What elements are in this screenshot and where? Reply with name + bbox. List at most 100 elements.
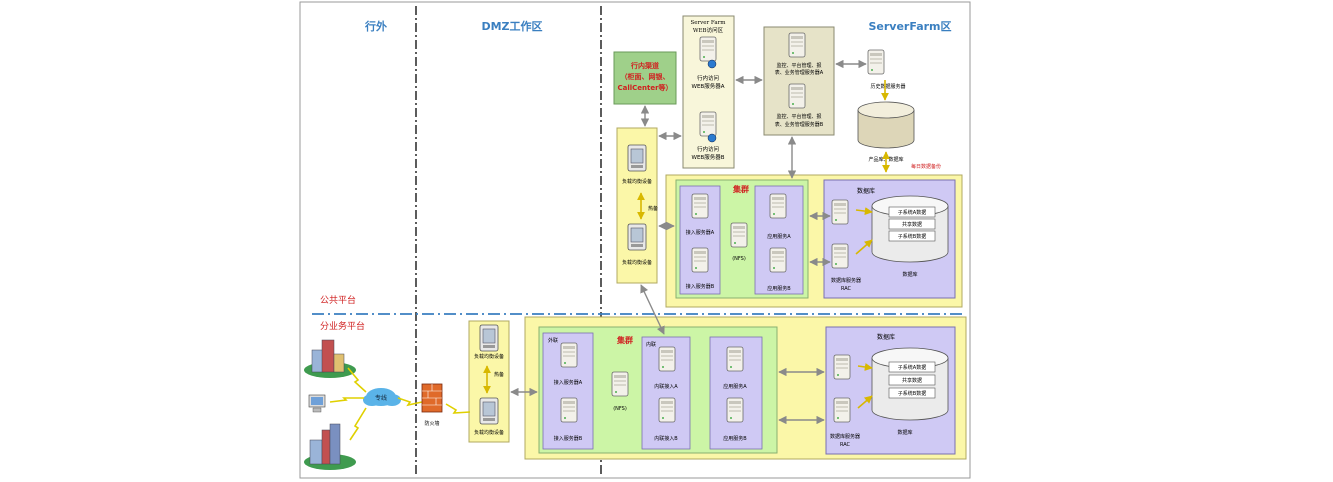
bottom-db-label: 数据库 [897,429,912,436]
bottom-inner-net-label: 内联 [646,341,656,348]
bottom-app-b-label: 应用服务B [723,435,747,442]
top-lb-b-icon [627,223,647,251]
building-bottom-icon [304,423,356,470]
bottom-inner-access-b-icon [658,397,676,423]
top-db-server-2-icon [831,243,849,269]
leased-line-label: 专线 [375,394,387,402]
top-cluster-label: 集群 [732,184,749,194]
firewall-label: 防火墙 [424,420,439,427]
top-access-a-icon [691,193,709,219]
bottom-lb-a-icon [479,324,499,352]
globe-icon [707,59,717,69]
top-db-label: 数据库 [902,271,917,278]
top-lb-a-icon [627,144,647,172]
zone-outside-label: 行外 [364,19,387,33]
bottom-shared-cell [888,374,936,386]
top-access-b-label: 接入服务器B [686,283,715,290]
top-nfs-icon [730,222,748,248]
top-rac-label: RAC [841,286,852,292]
bottom-access-b-icon [560,397,578,423]
top-db-title: 数据库 [857,187,875,195]
pc-icon [308,394,326,413]
top-lb-b-label: 负载均衡设备 [622,259,652,266]
bottom-lb-a-label: 负载均衡设备 [474,353,504,360]
zone-serverfarm-label: ServerFarm区 [868,20,951,33]
hot-standby-links [483,80,890,409]
monitor-a-line2: 表、业务管理服务器A [775,69,824,76]
bottom-access-b-label: 接入服务器B [554,435,583,442]
bottom-subsys-b-cell [888,387,936,399]
web-server-b-icon [699,111,717,137]
top-subsys-b-cell [888,230,936,242]
web-zone-title-2: WEB访问区 [693,26,724,34]
top-shared-cell [888,218,936,230]
bottom-db-server-1-icon [833,354,851,380]
bottom-access-a-label: 接入服务器A [554,379,583,386]
bottom-app-a-label: 应用服务A [723,383,747,390]
history-server-icon [867,49,885,75]
monitor-server-a-icon [788,32,806,58]
top-subsys-a-label: 子系统A数据 [898,209,926,216]
bottom-shared-label: 共享数据 [902,377,922,384]
top-nfs-label: (NFS) [732,256,746,262]
daily-backup-label: 每日数据备份 [911,163,941,170]
monitor-b-line2: 表、业务管理服务器B [775,121,824,128]
bottom-inner-access-b-label: 内联接入B [654,435,678,442]
public-platform-label: 公共平台 [320,294,356,306]
bottom-cluster-label: 集群 [616,335,633,345]
bottom-app-a-icon [726,346,744,372]
bottom-access-a-icon [560,342,578,368]
channel-line2: （柜面、网银、 [621,72,670,81]
web-zone-box [682,15,735,169]
top-lb-a-label: 负载均衡设备 [622,178,652,185]
web-server-b-line1: 行内访问 [697,145,719,153]
product-db-cylinder [857,101,915,149]
top-app-b-icon [769,247,787,273]
bottom-inner-access-a-icon [658,346,676,372]
firewall-icon [421,383,443,413]
monitor-a-line1: 监控、平台管理、报 [776,62,821,69]
bottom-app-b-icon [726,397,744,423]
web-server-a-icon [699,36,717,62]
web-server-b-line2: WEB服务器B [692,153,725,161]
monitor-b-line1: 监控、平台管理、报 [776,113,821,120]
web-server-a-line1: 行内访问 [697,74,719,82]
bottom-lb-b-label: 负载均衡设备 [474,429,504,436]
bottom-db-server-label: 数据库服务器 [830,433,860,440]
web-zone-title-1: Server Farm [691,20,727,26]
bottom-subsys-b-label: 子系统B数据 [898,390,926,397]
history-server-label: 历史数据服务器 [870,83,905,90]
top-db-server-1-icon [831,199,849,225]
bottom-hot-standby-label: 热备 [494,371,504,378]
top-access-a-label: 接入服务器A [686,229,715,236]
top-subsys-b-label: 子系统B数据 [898,233,926,240]
globe-icon [707,133,717,143]
top-db-server-label: 数据库服务器 [831,277,861,284]
bottom-nfs-icon [611,371,629,397]
top-subsys-a-cell [888,206,936,218]
top-shared-label: 共享数据 [902,221,922,228]
bottom-db-server-2-icon [833,397,851,423]
top-app-a-label: 应用服务A [767,233,791,240]
bottom-subsys-a-cell [888,361,936,373]
bottom-db-title: 数据库 [877,333,895,341]
bottom-subsys-a-label: 子系统A数据 [898,364,926,371]
web-server-a-line2: WEB服务器A [692,82,725,90]
connectors [510,59,867,425]
channel-line1: 行内渠道 [630,61,659,70]
top-app-a-icon [769,193,787,219]
lightning-links [329,367,471,441]
bottom-inner-access-a-label: 内联接入A [654,383,678,390]
top-app-b-label: 应用服务B [767,285,791,292]
channel-line3: CallCenter等） [617,83,672,92]
zone-dmz-label: DMZ工作区 [481,19,542,33]
monitor-server-b-icon [788,83,806,109]
bottom-outer-net-label: 外联 [548,337,558,344]
top-access-b-icon [691,247,709,273]
cloud-icon [363,388,401,406]
branch-platform-label: 分业务平台 [320,320,365,332]
bottom-lb-b-icon [479,397,499,425]
channel-box [613,51,677,105]
bottom-nfs-label: (NFS) [613,406,627,412]
building-top-icon [304,339,356,378]
